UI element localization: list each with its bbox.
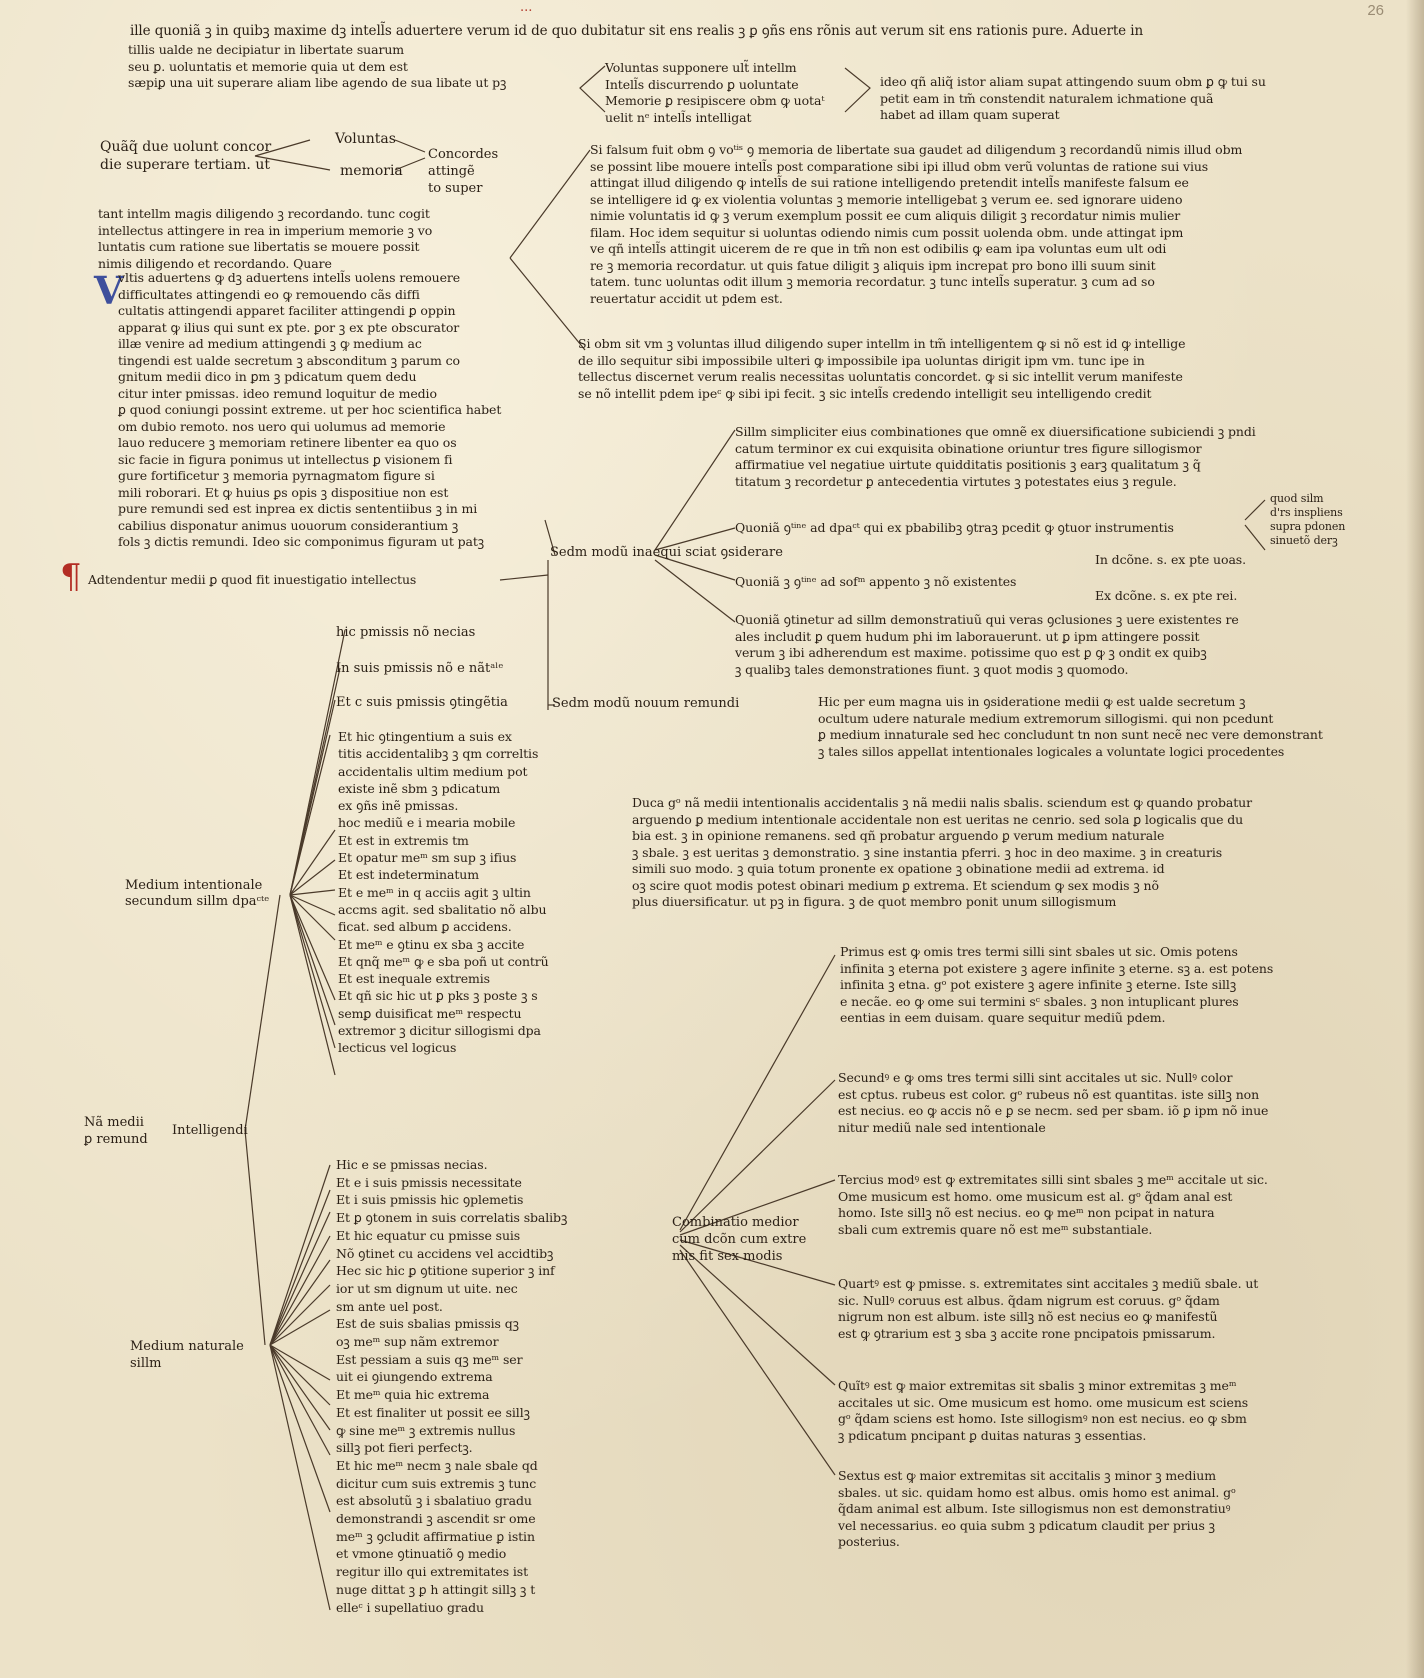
label-memoria: memoria [340,163,403,179]
modus-tertius: Tercius modꝰ est ꝙ extremitates silli si… [838,1172,1268,1237]
red-paragraph-mark: ¶ [60,557,82,597]
left-argument-text: vltis aduertens ꝙ dꝫ aduertens intell̃s … [118,270,502,549]
branch-hic-pmissis: hic pmissis nõ necias [336,625,476,640]
quoniam-dialectic-text: Quoniã ꝯᵗⁱⁿᵉ ad dpaᶜᵗ qui ex pbabilibꝫ ꝯ… [735,520,1174,535]
label-sedm-modu: Sedm modũ inaequi sciat ꝯsiderare [550,545,783,560]
page-edge-shadow [1406,0,1424,1678]
label-sedm-modu-nouum: Sedm modũ nouum remundi [552,696,740,711]
quoniam-demonstrative-text: Quoniã ꝯtinetur ad sillm demonstratiuũ q… [735,612,1239,677]
modus-sextus: Sextus est ꝙ maior extremitas sit accita… [838,1468,1236,1549]
si-falsum-text: Si falsum fuit obm ꝯ voᵗⁱˢ ꝯ memoria de … [590,142,1243,306]
top-rubric: ... [520,0,533,15]
top-right-text: ideo qñ aliq̃ istor aliam supat attingen… [880,74,1266,122]
quoniam-sophistic-text: Quoniã ꝫ ꝯᵗⁱⁿᵉ ad sofᵐ appento ꝫ nõ exis… [735,574,1017,589]
modus-quartus: Quartꝰ est ꝙ pmisse. s. extremitates sin… [838,1276,1259,1341]
quod-silm-note: quod silm d'rs inspliens supra pdonen si… [1270,492,1346,547]
top-left-text: tillis ualde ne decipiatur in libertate … [128,42,507,90]
branch-contingentia: Et c suis pmissis ꝯtingẽtia [336,695,508,710]
label-concordes: Concordes attingẽ to super [428,147,499,196]
duca-text: Duca gᵒ nã medii intentionalis accidenta… [632,795,1252,909]
medium-intentionale-list: Et hic ꝯtingentium a suis ex titis accid… [338,729,549,1056]
label-medium-intentionale: Medium intentionale secundum sillm dpaᶜᵗ… [125,878,270,909]
hic-per-text: Hic per eum magna uis in ꝯsideratione me… [818,694,1323,759]
label-na-medii: Nã medii ꝑ remund [84,1115,148,1147]
top-line-text: ille quoniã ꝫ in quibꝫ maxime dꝫ intell̃… [130,23,1144,39]
adtendentur-text: Adtendentur medii ꝑ quod fit inuestigati… [88,572,417,587]
modus-primus: Primus est ꝙ omis tres termi silli sint … [840,944,1274,1025]
blue-initial: V [94,268,124,313]
modus-secundus: Secundꝰ e ꝙ oms tres termi silli sint ac… [838,1070,1269,1135]
branch-in-suis-pmissis: In suis pmissis nõ e nãtᵃˡᵉ [336,661,504,676]
medium-naturale-list: Hic e se pmissas necias. Et e i suis pmi… [336,1157,568,1615]
in-dcone-note: In dcõne. s. ex pte uoas. [1095,552,1246,567]
label-combinatio: Combinatio medior cum dcõn cum extre mis… [672,1215,807,1264]
si-obm-text: Si obm sit vm ꝫ voluntas illud diligendo… [578,336,1186,401]
voluntas-bracket-text: Voluntas supponere ult̃ intellm Intell̃s… [605,60,825,125]
label-voluntas: Voluntas [335,131,396,147]
label-quanq-due: Quãq̃ due uolunt concor die superare ter… [100,139,272,173]
foliation-number: 26 [1367,2,1384,19]
label-medium-naturale: Medium naturale sillm [130,1339,244,1371]
left-main-text: tant intellm magis diligendo ꝫ recordand… [98,206,433,271]
ex-dcone-note: Ex dcõne. s. ex pte rei. [1095,588,1238,603]
sillm-simpliciter-text: Sillm simpliciter eius combinationes que… [735,424,1256,489]
modus-quintus: Quĩtꝰ est ꝙ maior extremitas sit sbalis … [838,1378,1249,1443]
label-intelligendi: Intelligendi [172,1123,248,1138]
